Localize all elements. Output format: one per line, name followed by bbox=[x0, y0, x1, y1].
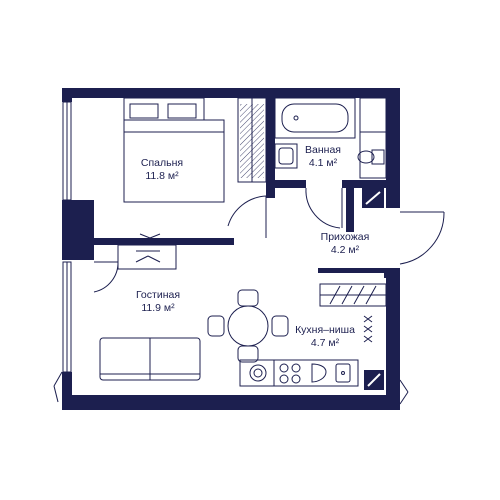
room-kitchen-name: Кухня–ниша bbox=[295, 324, 355, 336]
dining-table bbox=[207, 289, 289, 363]
tv-console bbox=[117, 244, 177, 270]
door-living bbox=[93, 261, 119, 293]
interior-walls bbox=[94, 98, 388, 278]
bath-sink bbox=[274, 143, 298, 169]
window-kitchen bbox=[399, 379, 409, 405]
door-bathroom bbox=[305, 187, 343, 229]
bed bbox=[123, 97, 225, 203]
room-bathroom-name: Ванная bbox=[305, 144, 341, 156]
utility-shaft-top bbox=[362, 188, 384, 208]
hallway-wardrobe bbox=[319, 283, 387, 307]
window-bedroom bbox=[62, 101, 72, 201]
bathtub bbox=[274, 97, 356, 139]
room-hallway-area: 4.2 м² bbox=[331, 244, 360, 256]
utility-shaft-bottom bbox=[364, 370, 384, 390]
kitchen-wall-marks bbox=[363, 315, 373, 343]
room-living-area: 11.9 м² bbox=[141, 302, 175, 314]
room-bedroom-area: 11.8 м² bbox=[145, 170, 179, 182]
bath-cabinet bbox=[359, 97, 387, 179]
kitchen-counter bbox=[239, 359, 359, 387]
door-bedroom bbox=[227, 195, 267, 238]
room-bedroom-name: Спальня bbox=[141, 157, 183, 169]
room-living-name: Гостиная bbox=[136, 289, 180, 301]
room-hallway-name: Прихожая bbox=[321, 231, 370, 243]
outer-walls bbox=[62, 88, 400, 410]
sliding-door-mark bbox=[139, 233, 161, 243]
door-entrance bbox=[399, 211, 445, 265]
bedroom-wardrobe-hatch bbox=[240, 104, 264, 178]
room-bathroom-area: 4.1 м² bbox=[309, 157, 338, 169]
sofa bbox=[99, 337, 201, 381]
room-kitchen-area: 4.7 м² bbox=[311, 337, 340, 349]
toilet bbox=[357, 149, 385, 165]
balcony-door bbox=[53, 371, 63, 403]
window-living bbox=[62, 261, 72, 373]
